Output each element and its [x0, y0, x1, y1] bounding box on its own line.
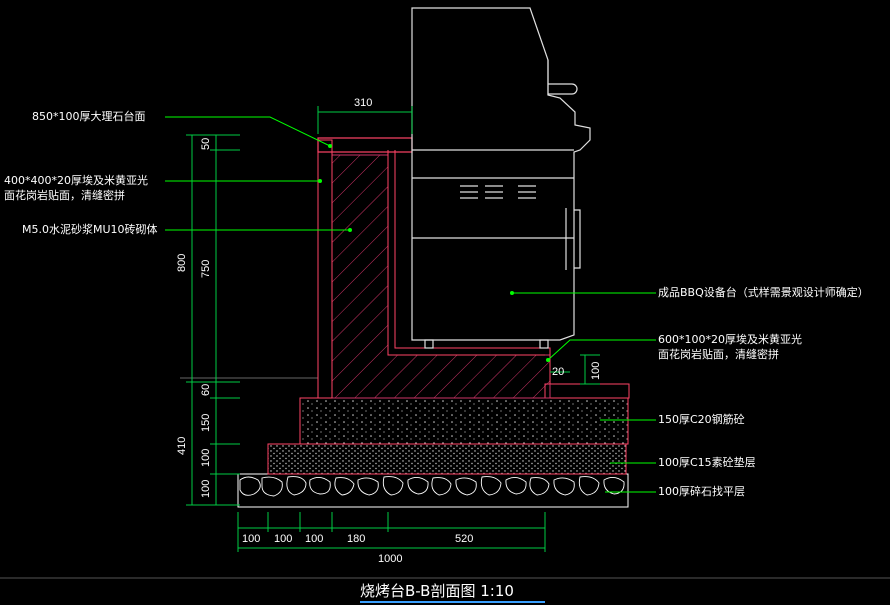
- gravel-stones: [239, 476, 625, 497]
- dim-left-750: 750: [200, 259, 212, 278]
- callout-granite-floor-1: 600*100*20厚埃及米黄亚光: [658, 333, 802, 346]
- dim-bottom-180: 180: [347, 533, 366, 545]
- dim-base-100b: 100: [200, 479, 212, 498]
- callout-c15: 100厚C15素砼垫层: [658, 456, 756, 469]
- c20-layer: [299, 397, 629, 445]
- drawing-title: 烧烤台B-B剖面图 1:10: [360, 582, 514, 600]
- floor-granite: [544, 383, 630, 399]
- callout-marble-top: 850*100厚大理石台面: [32, 110, 146, 123]
- dim-top-width: 310: [354, 97, 373, 109]
- dim-base-150: 150: [200, 413, 212, 432]
- dim-step-height: 100: [590, 361, 602, 380]
- leader-dots: [318, 144, 550, 362]
- callout-granite-floor-2: 面花岗岩贴面，清缝密拼: [658, 348, 779, 361]
- dim-bottom-100c: 100: [305, 533, 324, 545]
- callout-bbq: 成品BBQ设备台（式样需景观设计师确定）: [658, 286, 869, 299]
- leader-lines: [165, 116, 656, 493]
- callout-granite-wall-2: 面花岗岩贴面，清缝密拼: [4, 189, 125, 202]
- dimension-lines: [186, 106, 600, 552]
- dim-bottom-520: 520: [455, 533, 474, 545]
- brick-body: [331, 154, 551, 399]
- dim-step-gap: 20: [552, 366, 565, 378]
- dim-base-60: 60: [200, 383, 212, 396]
- dim-base-100a: 100: [200, 448, 212, 467]
- callout-c20: 150厚C20钢筋砼: [658, 413, 745, 426]
- inner-cladding-2: [394, 150, 551, 384]
- dim-bottom-100b: 100: [274, 533, 293, 545]
- inner-cladding: [387, 150, 545, 356]
- c15-layer: [267, 443, 627, 475]
- dim-bottom-100a: 100: [242, 533, 261, 545]
- bbq-unit: [411, 7, 591, 349]
- dim-bottom-total: 1000: [378, 553, 403, 565]
- callout-granite-wall-1: 400*400*20厚埃及米黄亚光: [4, 174, 148, 187]
- callout-gravel: 100厚碎石找平层: [658, 485, 745, 498]
- dim-left-total: 800: [176, 253, 188, 272]
- callout-brick: M5.0水泥砂浆MU10砖砌体: [22, 223, 158, 236]
- dim-base-total: 410: [176, 436, 188, 455]
- wall-granite: [317, 139, 333, 399]
- dim-left-50: 50: [200, 137, 212, 150]
